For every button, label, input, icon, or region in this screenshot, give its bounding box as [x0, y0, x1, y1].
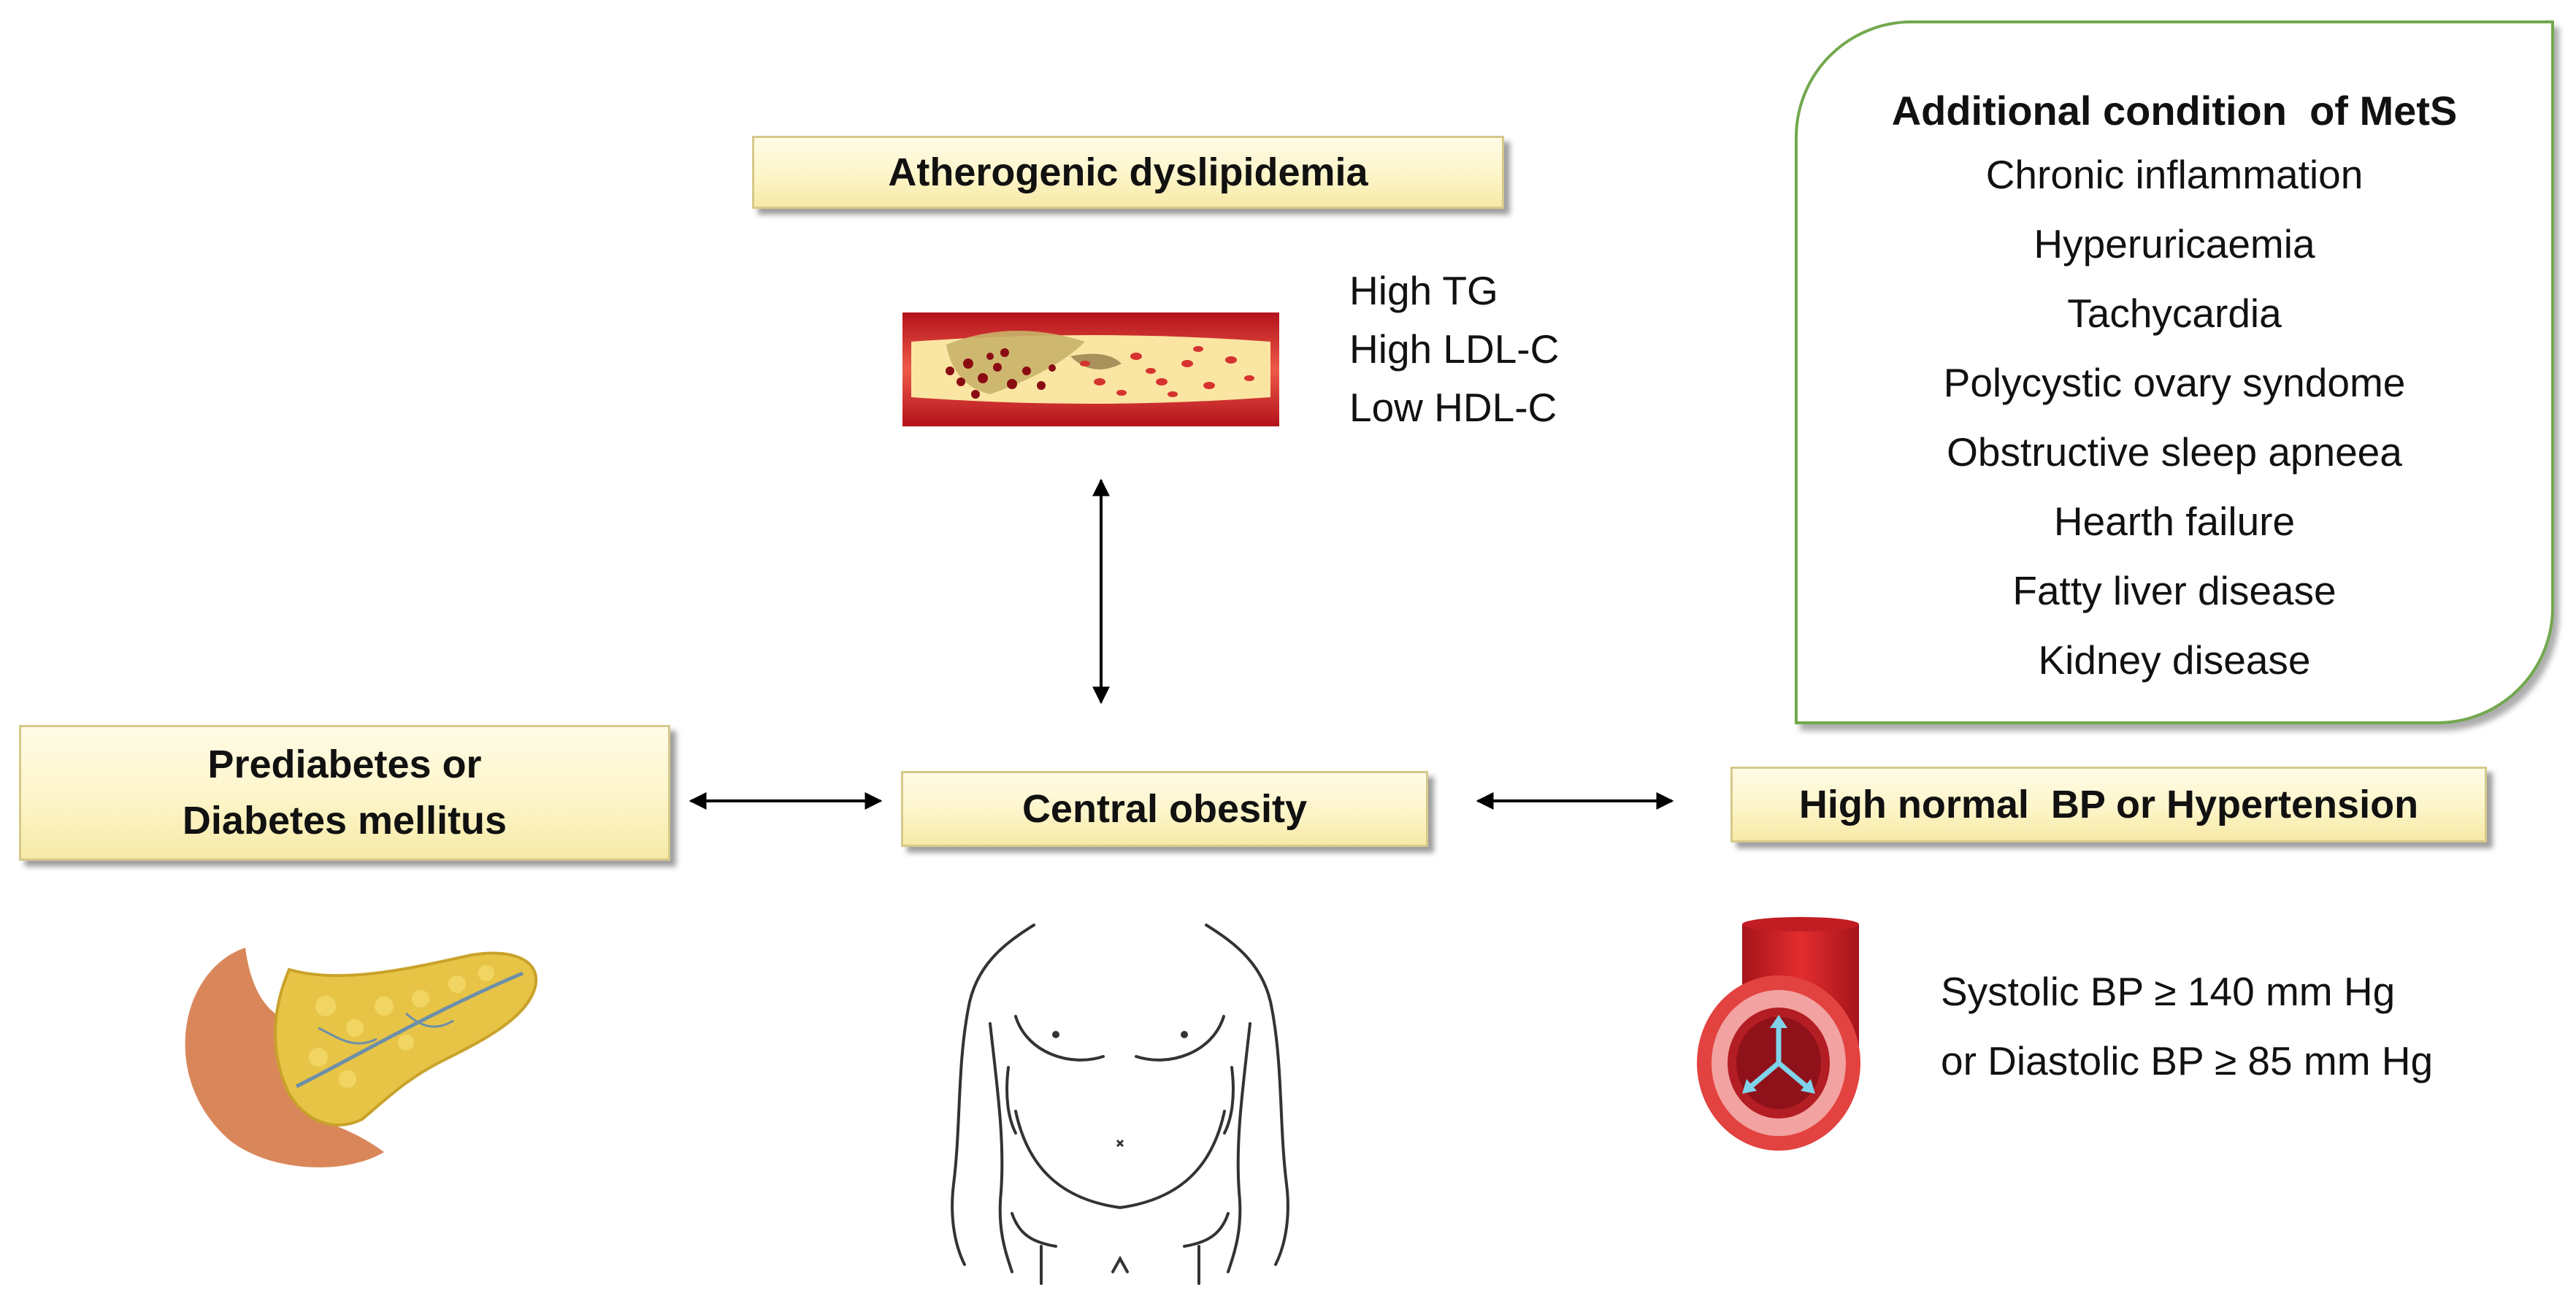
- condition-item: Polycystic ovary syndome: [1943, 360, 2406, 405]
- condition-item: Chronic inflammation: [1985, 152, 2364, 197]
- artery-plaque-icon: [902, 312, 1279, 426]
- condition-item: Obstructive sleep apneea: [1947, 429, 2402, 475]
- blood-vessel-icon: [1697, 917, 1860, 1151]
- prediabetes-label-line1: Prediabetes or: [207, 743, 482, 787]
- central-obesity-label: Central obesity: [1021, 786, 1308, 831]
- bp-criteria-list: Systolic BP ≥ 140 mm Hg or Diastolic BP …: [1941, 957, 2433, 1096]
- additional-conditions-title: Additional condition of MetS: [1891, 88, 2458, 134]
- torso-icon: [951, 924, 1289, 1285]
- condition-item: Kidney disease: [2038, 637, 2311, 683]
- condition-item: Tachycardia: [2067, 291, 2282, 336]
- condition-item: Hearth failure: [2053, 499, 2296, 544]
- atherogenic-dyslipidemia-label: Atherogenic dyslipidemia: [888, 150, 1368, 194]
- atherogenic-dyslipidemia-box: Atherogenic dyslipidemia: [752, 136, 1504, 209]
- prediabetes-box: Prediabetes or Diabetes mellitus: [19, 725, 670, 861]
- hypertension-box: High normal BP or Hypertension: [1730, 767, 2487, 843]
- bp-systolic: Systolic BP ≥ 140 mm Hg: [1941, 969, 2396, 1014]
- bp-diastolic: or Diastolic BP ≥ 85 mm Hg: [1941, 1038, 2434, 1083]
- hypertension-label: High normal BP or Hypertension: [1798, 782, 2419, 826]
- pancreas-icon: [185, 948, 538, 1167]
- condition-item: Fatty liver disease: [2012, 568, 2337, 613]
- lipid-item-ldl: High LDL-C: [1349, 326, 1560, 372]
- prediabetes-label-line2: Diabetes mellitus: [182, 799, 507, 843]
- lipid-item-hdl: Low HDL-C: [1349, 385, 1557, 430]
- additional-conditions-panel: Additional condition of MetS Chronic inf…: [1795, 20, 2554, 724]
- lipid-item-tg: High TG: [1349, 268, 1498, 313]
- lipid-criteria-list: High TG High LDL-C Low HDL-C: [1349, 261, 1559, 437]
- condition-item: Hyperuricaemia: [2033, 221, 2315, 266]
- central-obesity-box: Central obesity: [901, 771, 1428, 847]
